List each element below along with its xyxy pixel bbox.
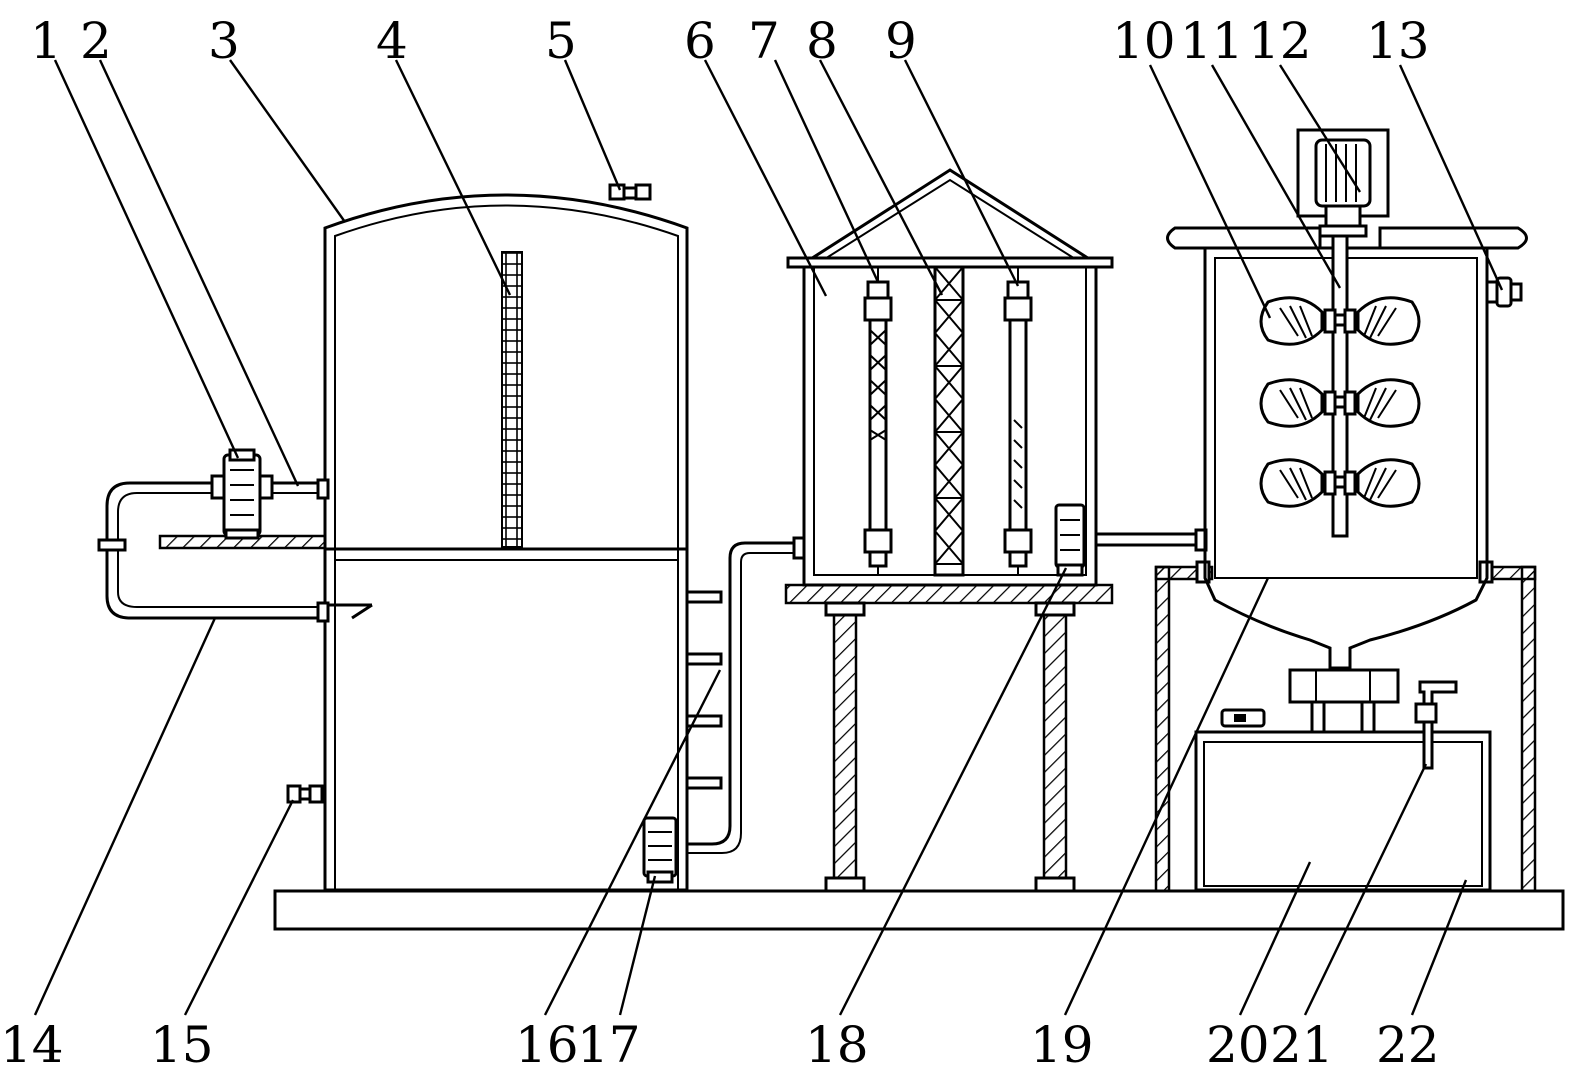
impeller-top — [1259, 296, 1421, 346]
callout-19: 19 — [1030, 1016, 1094, 1074]
level-gauge — [501, 251, 523, 548]
callout-16: 16 — [515, 1016, 579, 1074]
callout-13: 13 — [1366, 12, 1430, 70]
callout-20: 20 — [1206, 1016, 1270, 1074]
callout-9: 9 — [885, 12, 917, 70]
leader-lines — [33, 59, 1504, 1016]
callout-22: 22 — [1376, 1016, 1440, 1074]
callout-17: 17 — [577, 1016, 641, 1074]
base-plate — [273, 889, 1565, 931]
drain-valve — [286, 784, 324, 804]
callout-21: 21 — [1270, 1016, 1334, 1074]
outlet-pipe — [1096, 528, 1208, 552]
filter-tube-right — [1003, 267, 1033, 575]
transfer-pipe-assembly — [642, 536, 806, 884]
callout-8: 8 — [806, 12, 838, 70]
callout-7: 7 — [748, 12, 780, 70]
callout-14: 14 — [0, 1016, 64, 1074]
callout-6: 6 — [684, 12, 716, 70]
top-vent-valve — [608, 183, 652, 201]
impeller-bottom — [1259, 458, 1421, 508]
filter-chamber — [784, 168, 1114, 893]
callout-3: 3 — [208, 12, 240, 70]
callout-5: 5 — [545, 12, 577, 70]
callout-10: 10 — [1112, 12, 1176, 70]
filter-tube-left — [863, 267, 893, 575]
lattice-column — [933, 265, 965, 577]
impeller-middle — [1259, 378, 1421, 428]
callout-18: 18 — [805, 1016, 869, 1074]
inlet-pump-assembly — [97, 448, 373, 623]
callout-1: 1 — [30, 12, 62, 70]
callout-2: 2 — [80, 12, 112, 70]
storage-tank — [323, 183, 689, 892]
callout-11: 11 — [1180, 12, 1244, 70]
callout-12: 12 — [1248, 12, 1312, 70]
callout-labels: 1 2 3 4 5 6 7 8 9 10 11 12 13 14 15 16 1… — [0, 12, 1440, 1074]
callout-4: 4 — [376, 12, 408, 70]
mixing-reactor — [1154, 128, 1537, 893]
callout-15: 15 — [150, 1016, 214, 1074]
